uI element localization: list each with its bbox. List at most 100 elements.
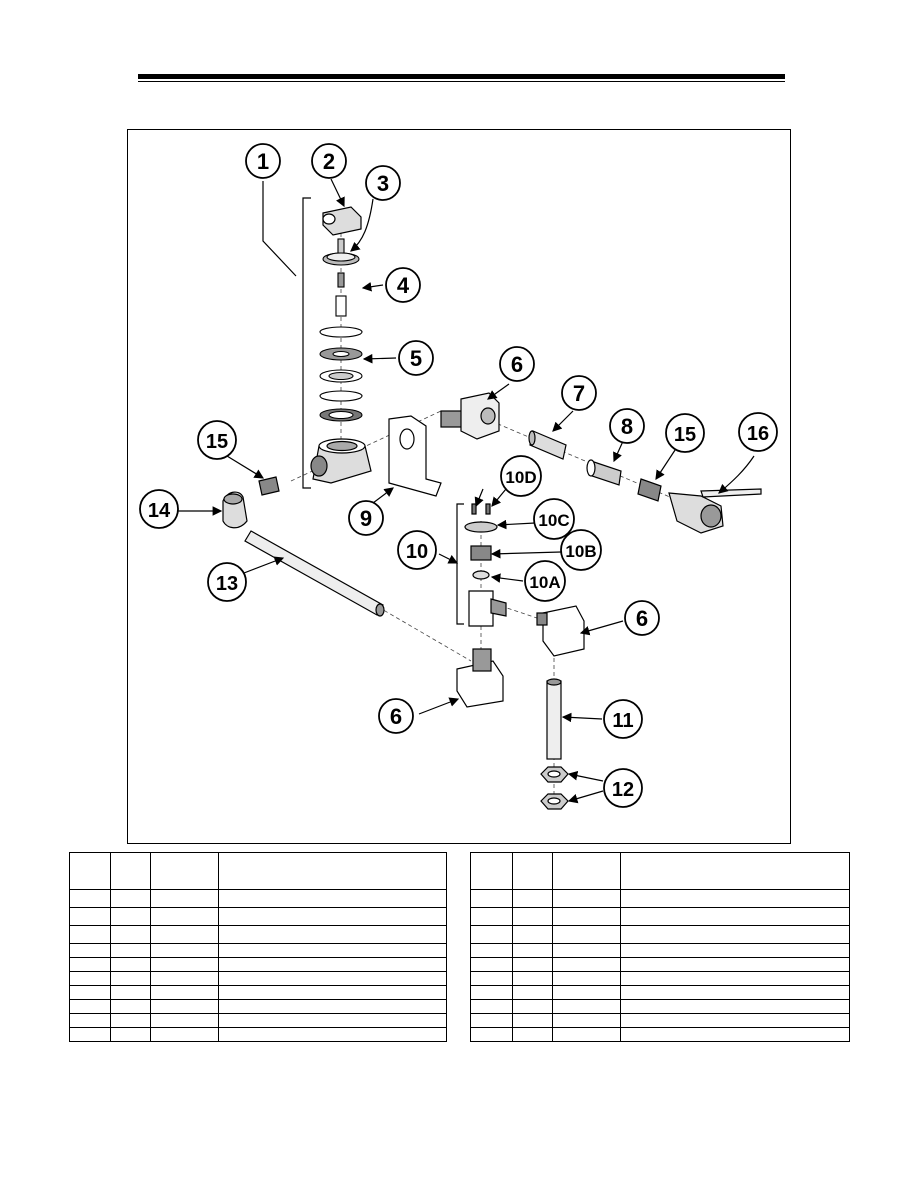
table-cell bbox=[218, 1027, 447, 1042]
table-row bbox=[69, 943, 447, 958]
table-row bbox=[470, 943, 850, 958]
callout-14: 14 bbox=[139, 489, 179, 529]
table-cell bbox=[512, 999, 553, 1014]
table-cell bbox=[110, 889, 151, 908]
table-cell bbox=[218, 999, 447, 1014]
table-cell bbox=[512, 971, 553, 986]
table-cell bbox=[470, 957, 513, 972]
table-row bbox=[470, 925, 850, 944]
table-cell bbox=[552, 999, 621, 1014]
part-5-seal-stack bbox=[319, 326, 363, 422]
callout-4: 4 bbox=[385, 267, 421, 303]
callout-6-right-label: 6 bbox=[636, 606, 648, 631]
part-7-nipple bbox=[528, 430, 567, 460]
table-row bbox=[69, 889, 447, 908]
table-cell bbox=[69, 925, 111, 944]
table-row bbox=[470, 889, 850, 908]
callout-7-label: 7 bbox=[573, 381, 585, 406]
table-cell bbox=[218, 907, 447, 926]
part-10-bracket bbox=[456, 503, 464, 625]
table-cell bbox=[150, 1027, 219, 1042]
table-row bbox=[69, 1027, 447, 1042]
callout-10a-label: 10A bbox=[529, 573, 560, 592]
part-16-ball-valve bbox=[668, 488, 762, 534]
table-cell bbox=[552, 889, 621, 908]
table-cell bbox=[69, 907, 111, 926]
part-2-handle bbox=[322, 206, 362, 236]
table-cell bbox=[470, 1027, 513, 1042]
callout-13-label: 13 bbox=[216, 573, 238, 595]
callout-3-label: 3 bbox=[377, 171, 389, 196]
table-cell bbox=[150, 907, 219, 926]
part-15-nipple-right bbox=[637, 478, 662, 502]
callout-8-label: 8 bbox=[621, 414, 633, 439]
part-10-tee-assembly bbox=[464, 503, 507, 627]
callout-4-label: 4 bbox=[397, 273, 410, 298]
table-cell bbox=[620, 957, 850, 972]
valve-body bbox=[310, 438, 372, 484]
parts-table-left-header bbox=[69, 852, 447, 890]
table-cell bbox=[150, 925, 219, 944]
header-cell bbox=[110, 852, 151, 890]
part-3-gear bbox=[322, 238, 360, 266]
callout-6-top-label: 6 bbox=[511, 352, 523, 377]
callout-leader-lines bbox=[159, 178, 755, 804]
table-cell bbox=[69, 1027, 111, 1042]
table-cell bbox=[552, 1013, 621, 1028]
table-cell bbox=[620, 985, 850, 1000]
callout-10b: 10B bbox=[560, 529, 602, 571]
table-cell bbox=[69, 971, 111, 986]
table-cell bbox=[620, 943, 850, 958]
table-row bbox=[69, 999, 447, 1014]
table-cell bbox=[218, 943, 447, 958]
table-cell bbox=[150, 943, 219, 958]
callout-8: 8 bbox=[609, 408, 645, 444]
part-11-riser-pipe bbox=[546, 678, 562, 760]
table-cell bbox=[470, 925, 513, 944]
table-cell bbox=[150, 889, 219, 908]
part-15-nipple-left bbox=[258, 476, 280, 496]
table-row bbox=[69, 1013, 447, 1028]
callout-10: 10 bbox=[397, 530, 437, 570]
header-cell bbox=[470, 852, 513, 890]
callout-15-left-label: 15 bbox=[206, 431, 228, 453]
callout-10d: 10D bbox=[500, 455, 542, 497]
table-cell bbox=[470, 985, 513, 1000]
table-row bbox=[69, 925, 447, 944]
callout-6-right: 6 bbox=[624, 600, 660, 636]
table-row bbox=[69, 907, 447, 926]
table-cell bbox=[620, 925, 850, 944]
part-1-bracket bbox=[262, 181, 311, 489]
table-cell bbox=[552, 925, 621, 944]
table-cell bbox=[620, 889, 850, 908]
callout-10a: 10A bbox=[524, 560, 566, 602]
header-cell bbox=[512, 852, 553, 890]
callout-9: 9 bbox=[348, 500, 384, 536]
table-cell bbox=[620, 999, 850, 1014]
table-cell bbox=[470, 999, 513, 1014]
table-cell bbox=[110, 985, 151, 1000]
table-cell bbox=[218, 1013, 447, 1028]
table-cell bbox=[470, 1013, 513, 1028]
part-9-mounting-bracket bbox=[388, 415, 442, 497]
table-cell bbox=[150, 971, 219, 986]
table-row bbox=[470, 985, 850, 1000]
callout-10b-label: 10B bbox=[565, 542, 596, 561]
part-6-elbow-right bbox=[536, 605, 585, 657]
callout-5-label: 5 bbox=[410, 346, 422, 371]
header-rule-thick bbox=[138, 74, 785, 79]
callout-6-bottom: 6 bbox=[378, 698, 414, 734]
table-cell bbox=[110, 907, 151, 926]
table-cell bbox=[69, 957, 111, 972]
table-row bbox=[470, 971, 850, 986]
callout-13: 13 bbox=[207, 562, 247, 602]
callout-6-top: 6 bbox=[499, 346, 535, 382]
table-cell bbox=[218, 985, 447, 1000]
callout-10c-label: 10C bbox=[538, 511, 569, 530]
table-cell bbox=[110, 925, 151, 944]
part-4-spring-sleeve bbox=[335, 272, 347, 317]
table-cell bbox=[110, 1013, 151, 1028]
table-cell bbox=[218, 889, 447, 908]
table-cell bbox=[110, 999, 151, 1014]
callout-9-label: 9 bbox=[360, 506, 372, 531]
